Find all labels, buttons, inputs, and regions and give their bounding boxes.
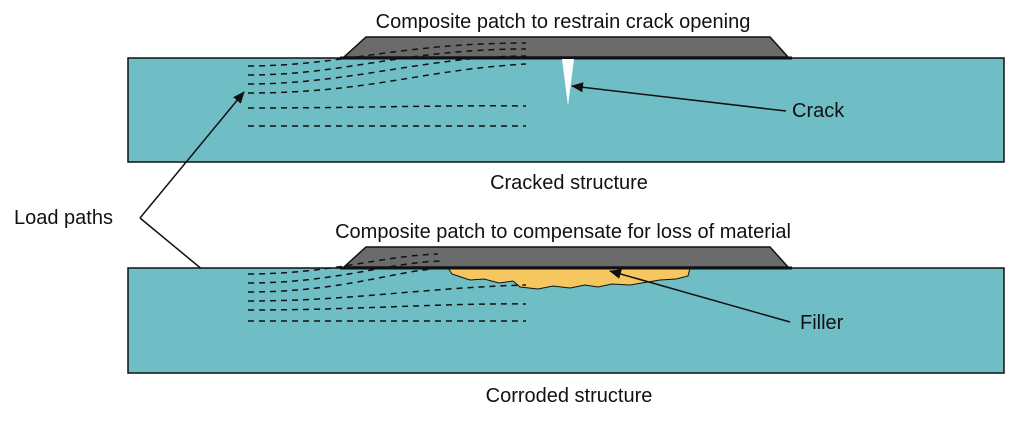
bottom-load-path-2 [247,260,443,284]
load-paths-label: Load paths [14,207,113,229]
filler-label: Filler [800,312,844,334]
top-load-paths [247,42,527,127]
top-load-path-2 [247,48,527,76]
bottom-load-path-5 [247,303,527,311]
crack [562,59,574,106]
bottom-load-paths [247,253,527,322]
top-load-path-4 [247,63,527,94]
cracked-structure-label: Cracked structure [490,172,648,194]
top-load-path-1 [247,42,527,67]
crack-label: Crack [792,100,845,122]
bottom-composite-patch [342,246,790,268]
bottom-patch-label: Composite patch to compensate for loss o… [335,221,791,243]
load-paths-arrow-top [139,91,245,219]
corroded-structure-label: Corroded structure [485,385,653,407]
top-composite-patch [342,36,790,58]
top-load-path-5 [247,105,527,109]
filler-arrow [609,269,791,323]
filler [447,267,691,290]
bottom-load-path-1 [247,253,439,275]
top-patch-label: Composite patch to restrain crack openin… [375,11,751,33]
top-load-path-3 [247,55,527,85]
bottom-load-path-3 [247,267,447,293]
crack-arrow [571,82,787,112]
bottom-load-path-4 [247,284,527,302]
